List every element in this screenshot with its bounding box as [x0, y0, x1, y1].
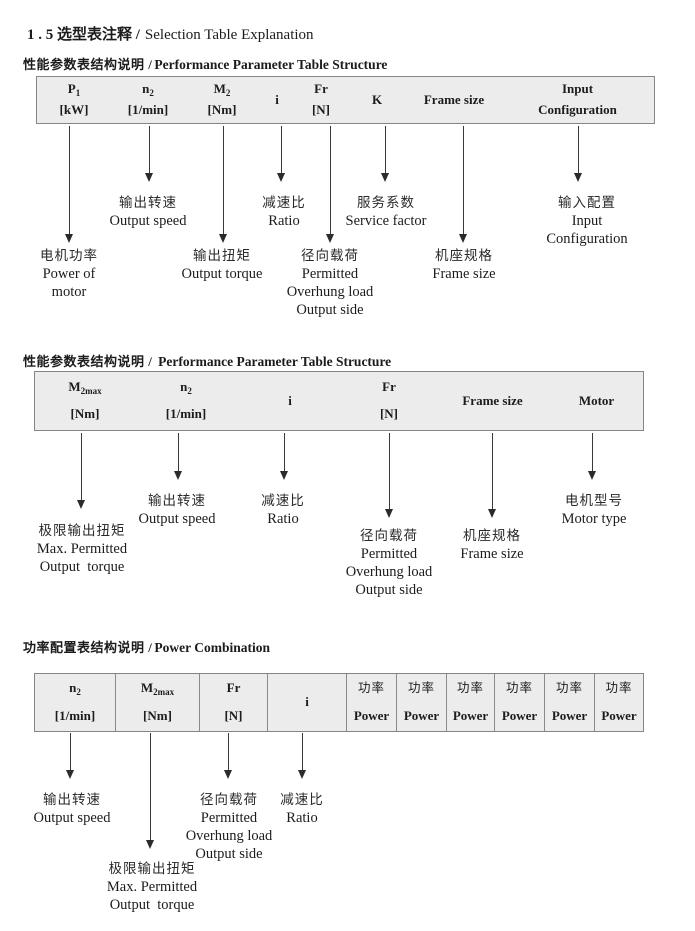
header-cell-input-configuration: Input Configuration: [501, 77, 654, 123]
down-arrow-fr: [224, 733, 232, 779]
section2-heading: 性能参数表结构说明 / Performance Parameter Table …: [23, 354, 392, 369]
callout-max-permitted-output-torque: 极限输出扭矩 Max. Permitted Output torque: [106, 861, 198, 913]
header-cell-motor: Motor: [550, 372, 643, 430]
column-symbol: M2: [213, 81, 231, 98]
table-performance-parameters-1: P1 [kW] n2 [1/min] M2 [Nm] i Fr [N] K Fr…: [36, 76, 655, 124]
header-cell-i: i: [237, 372, 343, 430]
page-title: 1 . 5 选型表注释 /Selection Table Explanation: [12, 6, 314, 61]
down-arrow-i: [280, 433, 288, 480]
column-symbol: Fr: [382, 379, 396, 394]
column-symbol: Motor: [578, 392, 615, 408]
column-unit: [kW]: [59, 102, 89, 117]
column-symbol: M2max: [140, 680, 175, 697]
down-arrow-fr: [385, 433, 393, 518]
down-arrow-m2max: [77, 433, 85, 509]
down-arrow-n2: [174, 433, 182, 480]
callout-overhung-load: 径向载荷 Permitted Overhung load Output side: [286, 248, 374, 318]
down-arrow-i: [298, 733, 306, 779]
column-symbol: K: [371, 91, 383, 107]
callout-overhung-load: 径向载荷 Permitted Overhung load Output side: [185, 792, 273, 862]
header-cell-i: i: [267, 674, 346, 731]
header-cell-fr: Fr [N]: [295, 77, 347, 123]
callout-ratio: 减速比 Ratio: [262, 195, 306, 229]
header-cell-k: K: [347, 77, 407, 123]
callout-ratio: 减速比 Ratio: [280, 792, 324, 826]
callout-ratio: 减速比 Ratio: [261, 493, 305, 527]
callout-frame-size: 机座规格 Frame size: [460, 528, 524, 562]
column-symbol: n2: [69, 680, 81, 697]
down-arrow-m2max: [146, 733, 154, 849]
column-symbol: M2max: [68, 379, 102, 396]
header-cell-n2: n2 [1/min]: [135, 372, 237, 430]
column-unit: [1/min]: [127, 102, 169, 117]
column-symbol: Input: [561, 81, 594, 96]
down-arrow-k: [381, 126, 389, 182]
column-unit: [1/min]: [165, 406, 207, 421]
column-symbol: Frame size: [462, 392, 523, 408]
column-unit: [N]: [311, 102, 331, 117]
page-title-en: Selection Table Explanation: [144, 27, 314, 43]
down-arrow-frame-size: [488, 433, 496, 518]
callout-frame-size: 机座规格 Frame size: [432, 248, 496, 282]
column-symbol: n2: [180, 379, 192, 396]
header-cell-m2max: M2max [Nm]: [115, 674, 199, 731]
down-arrow-p1: [65, 126, 73, 243]
column-unit: [Nm]: [143, 708, 172, 723]
header-cell-fr: Fr [N]: [199, 674, 267, 731]
down-arrow-n2: [66, 733, 74, 779]
header-cell-m2max: M2max [Nm]: [35, 372, 135, 430]
header-cell-fr: Fr [N]: [343, 372, 435, 430]
down-arrow-m2: [219, 126, 227, 243]
callout-input-configuration: 输入配置 Input Configuration: [546, 195, 628, 247]
header-cell-frame-size: Frame size: [407, 77, 501, 123]
down-arrow-motor: [588, 433, 596, 480]
callout-output-speed: 输出转速 Output speed: [138, 493, 216, 527]
callout-output-speed: 输出转速 Output speed: [109, 195, 187, 229]
table-performance-parameters-2: M2max [Nm] n2 [1/min] i Fr [N] Frame siz…: [34, 371, 644, 431]
column-symbol: i: [288, 392, 292, 408]
page-title-cn: 1 . 5 选型表注释 /: [27, 27, 140, 43]
callout-output-torque: 输出扭矩 Output torque: [181, 248, 263, 282]
column-unit: [Nm]: [70, 406, 100, 421]
down-arrow-i: [277, 126, 285, 182]
down-arrow-n2: [145, 126, 153, 182]
header-cell-p1: P1 [kW]: [37, 77, 111, 123]
section1-heading: 性能参数表结构说明 /Performance Parameter Table S…: [23, 57, 388, 72]
header-cell-n2: n2 [1/min]: [111, 77, 185, 123]
column-unit: [N]: [224, 708, 243, 723]
callout-power-of-motor: 电机功率 Power of motor: [40, 248, 98, 300]
column-unit: [Nm]: [207, 102, 237, 117]
header-cell-frame-size: Frame size: [435, 372, 550, 430]
header-cell-m2: M2 [Nm]: [185, 77, 259, 123]
callout-output-speed: 输出转速 Output speed: [33, 792, 111, 826]
column-symbol: P1: [67, 81, 81, 98]
column-unit: [1/min]: [54, 708, 96, 723]
header-cell-i: i: [259, 77, 295, 123]
down-arrow-frame-size: [459, 126, 467, 243]
down-arrow-fr: [326, 126, 334, 243]
column-unit: [N]: [379, 406, 399, 421]
column-symbol: Fr: [314, 81, 328, 96]
header-cell-n2: n2 [1/min]: [35, 674, 115, 731]
callout-overhung-load: 径向载荷 Permitted Overhung load Output side: [345, 528, 433, 598]
column-symbol: i: [305, 694, 309, 709]
down-arrow-input-configuration: [574, 126, 582, 182]
column-symbol: Frame size: [423, 91, 485, 107]
callout-max-permitted-output-torque: 极限输出扭矩 Max. Permitted Output torque: [36, 523, 128, 575]
column-symbol: n2: [142, 81, 154, 98]
callout-motor-type: 电机型号 Motor type: [561, 493, 627, 527]
column-symbol: Fr: [226, 680, 241, 695]
callout-service-factor: 服务系数 Service factor: [345, 195, 427, 229]
column-unit: Configuration: [538, 102, 617, 117]
column-symbol: i: [275, 91, 279, 107]
section3-heading: 功率配置表结构说明 /Power Combination: [23, 640, 271, 655]
